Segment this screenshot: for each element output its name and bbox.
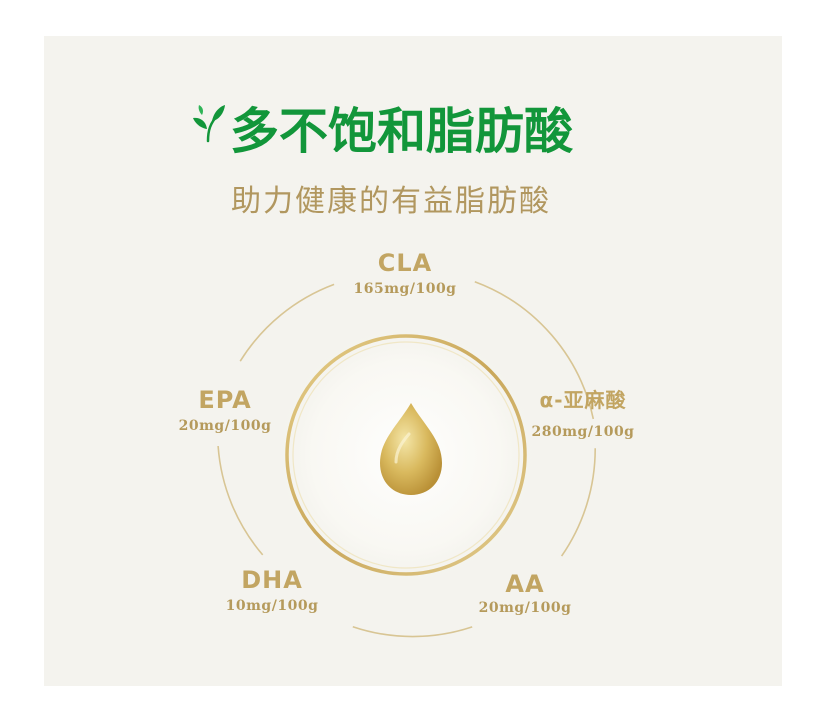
nutrient-amount: 280mg/100g bbox=[531, 424, 635, 440]
leaf-sprout-icon bbox=[193, 105, 225, 143]
nutrient-name: AA bbox=[505, 570, 545, 598]
nutrient-name: CLA bbox=[377, 249, 433, 277]
nutrient-name: EPA bbox=[198, 386, 252, 414]
nutrient-dha: DHA 10mg/100g bbox=[226, 566, 319, 616]
nutrient-amount: 20mg/100g bbox=[178, 418, 272, 434]
nutrient-aa: AA 20mg/100g bbox=[479, 570, 572, 618]
nutrient-epa: EPA 20mg/100g bbox=[179, 386, 272, 436]
title-row: 多不饱和脂肪酸 bbox=[192, 97, 573, 160]
nutrient-alpha-linolenic: α-亚麻酸 280mg/100g bbox=[532, 386, 635, 442]
nutrient-name: α-亚麻酸 bbox=[539, 388, 627, 412]
nutrient-cla: CLA 165mg/100g bbox=[354, 249, 457, 299]
nutrient-amount: 20mg/100g bbox=[478, 600, 572, 616]
page-title: 多不饱和脂肪酸 bbox=[230, 102, 574, 160]
inner-ring bbox=[285, 334, 527, 576]
nutrient-amount: 165mg/100g bbox=[353, 281, 457, 297]
outer-ring bbox=[217, 280, 597, 638]
page-subtitle: 助力健康的有益脂肪酸 bbox=[231, 184, 551, 219]
nutrient-name: DHA bbox=[241, 566, 303, 594]
oil-drop-icon bbox=[380, 403, 442, 495]
nutrient-amount: 10mg/100g bbox=[225, 598, 319, 614]
